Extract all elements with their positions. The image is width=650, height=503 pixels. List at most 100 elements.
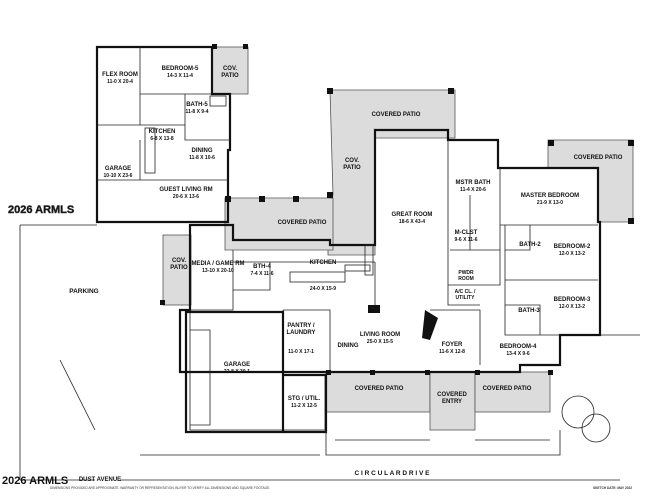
dim-kitchen-guest: 6-8 X 13-8 <box>150 136 174 142</box>
label-street: DUST AVENUE <box>79 477 121 483</box>
label-covered-patio-top: COVERED PATIO <box>372 112 421 118</box>
dim-living-room: 25-0 X 15-5 <box>367 339 393 345</box>
post <box>243 44 248 49</box>
label-utility: UTILITY <box>456 295 476 301</box>
label-garage: GARAGE <box>224 362 250 368</box>
tree <box>561 395 595 429</box>
label-garage-guest: GARAGE <box>105 166 131 172</box>
dim-bath-5: 11-8 X 9-4 <box>185 109 208 115</box>
post <box>548 370 553 375</box>
dim-garage: 22-8 X 30-1 <box>224 369 250 375</box>
dim-master-bath: 11-4 X 20-6 <box>460 187 486 193</box>
label-bedroom-4: BEDROOM-4 <box>500 344 537 350</box>
label-master-bath: MSTR BATH <box>456 180 491 186</box>
dim-bedroom-5: 14-3 X 11-4 <box>167 73 193 79</box>
dim-bedroom-4: 13-4 X 9-6 <box>506 351 530 357</box>
label-ac-closet: A/C CL. / <box>455 289 476 295</box>
label-storage: STG / UTIL. <box>288 396 321 402</box>
post <box>327 192 333 198</box>
site-labels: PARKING C I R C U L A R D R I V E DUST A… <box>2 204 632 490</box>
label-dining: DINING <box>338 343 359 349</box>
label-pantry: PANTRY / <box>287 323 315 329</box>
dim-master-closet: 9-6 X 11-6 <box>454 237 477 243</box>
wall-guest-wing <box>95 45 232 224</box>
dim-bath-4: 7-4 X 11-6 <box>250 271 273 277</box>
label-bath-3: BATH-3 <box>518 308 540 314</box>
dim-flex-room: 11-0 X 20-4 <box>107 79 133 85</box>
room-labels: FLEX ROOM 11-0 X 20-4 BEDROOM-5 14-3 X 1… <box>102 66 591 409</box>
label-covered-patio-front2: COVERED PATIO <box>483 386 532 392</box>
label-bedroom-3: BEDROOM-3 <box>554 297 591 303</box>
tree <box>581 413 611 443</box>
label-bath-5: BATH-5 <box>186 102 208 108</box>
label-circular-drive: C I R C U L A R D R I V E <box>355 470 431 477</box>
dim-garage-guest: 10-10 X 23-6 <box>104 173 133 179</box>
label-master-closet: M-CLST <box>455 230 478 236</box>
drive-lines <box>120 334 640 481</box>
sketch-date: SKETCH DATE: MAY 2022 <box>593 486 632 490</box>
label-parking: PARKING <box>69 288 99 295</box>
label-cov-patio-top-1: COV. <box>223 66 237 72</box>
tub-bath5 <box>209 95 227 107</box>
kitchen-counter <box>344 264 371 272</box>
label-cov-patio-left-1: COV. <box>172 258 186 264</box>
wall-master-wing <box>447 140 598 336</box>
dim-great-room: 18-6 X 43-4 <box>399 219 425 225</box>
label-cov-patio-mid-1: COV. <box>345 158 359 164</box>
post <box>225 196 231 202</box>
watermark-footer: 2026 ARMLS <box>2 475 68 487</box>
patio-covered-right <box>547 139 634 223</box>
label-covered-patio-front: COVERED PATIO <box>355 386 404 392</box>
dim-bedroom-2: 12-0 X 13-2 <box>559 251 585 257</box>
garage-door-line <box>190 329 211 426</box>
dim-media-room: 13-10 X 20-10 <box>202 268 234 274</box>
post <box>448 88 454 94</box>
guest-kitchen-counter <box>144 127 156 174</box>
fireplace-angled <box>422 310 438 340</box>
dim-pantry: 11-0 X 17-1 <box>288 349 314 355</box>
label-master-bedroom: MASTER BEDROOM <box>521 193 579 199</box>
patio-areas <box>162 46 634 431</box>
walls <box>19 45 640 481</box>
post <box>628 218 634 224</box>
dim-storage: 11-2 X 12-5 <box>291 403 317 409</box>
label-cov-patio-top-2: PATIO <box>221 73 239 79</box>
fixtures <box>144 95 611 443</box>
label-laundry: LAUNDRY <box>286 330 315 336</box>
dim-dining-guest: 11-8 X 10-6 <box>189 155 215 161</box>
label-living-room: LIVING ROOM <box>360 332 400 338</box>
label-great-room: GREAT ROOM <box>392 212 433 218</box>
wall-main-house <box>178 128 602 374</box>
label-bath-4: BTH-4 <box>253 264 271 270</box>
label-dining-guest: DINING <box>192 148 213 154</box>
patio-cov-left <box>162 234 192 306</box>
label-bedroom-5: BEDROOM-5 <box>162 66 199 72</box>
label-foyer: FOYER <box>442 342 463 348</box>
disclaimer: DIMENSIONS PROVIDED ARE APPROXIMATE. WAR… <box>50 486 270 490</box>
label-powder: PWDR <box>458 270 474 276</box>
label-guest-living: GUEST LIVING RM <box>159 187 212 193</box>
post <box>548 140 554 146</box>
patio-cov-top-left <box>211 46 249 95</box>
post <box>293 196 299 202</box>
dim-bedroom-3: 12-0 X 13-2 <box>559 304 585 310</box>
label-kitchen: KITCHEN <box>310 260 337 266</box>
kitchen-island <box>289 271 346 283</box>
label-kitchen-guest: KITCHEN <box>149 129 176 135</box>
label-media-room: MEDIA / GAME RM <box>191 261 244 267</box>
kitchen-counter-side <box>364 244 374 276</box>
label-covered-patio-right: COVERED PATIO <box>574 155 623 161</box>
label-covered-entry-1: COVERED <box>437 392 467 398</box>
wall-storage <box>283 373 328 434</box>
post <box>425 370 430 375</box>
dim-foyer: 11-6 X 12-8 <box>439 349 465 355</box>
post <box>628 140 634 146</box>
patio-covered-front <box>325 371 431 413</box>
posts <box>160 44 634 375</box>
dim-guest-living: 20-6 X 13-6 <box>173 194 199 200</box>
label-covered-entry-2: ENTRY <box>442 399 462 405</box>
label-powder-room: ROOM <box>458 276 474 282</box>
patio-labels: COV. PATIO COVERED PATIO COV. PATIO COVE… <box>170 66 622 405</box>
post <box>327 88 333 94</box>
